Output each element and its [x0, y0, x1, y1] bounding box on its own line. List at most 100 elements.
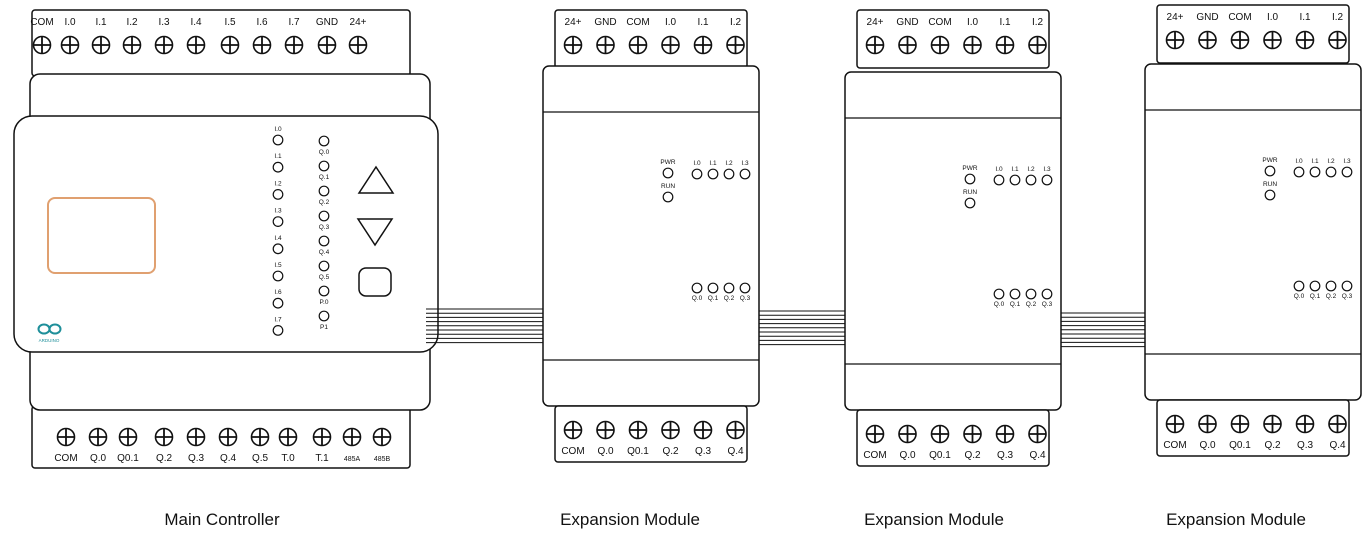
- screw-terminal-icon: [1295, 414, 1315, 434]
- screw-terminal-icon: [1230, 30, 1250, 50]
- lcd-display: [47, 197, 156, 274]
- main-input-led-label: I.3: [274, 208, 282, 215]
- main-input-led-label: I.2: [274, 180, 282, 187]
- led-indicator-icon: [272, 270, 284, 282]
- expansion-input-led-label: I.2: [725, 160, 733, 167]
- main-top-terminal-label: I.7: [288, 17, 300, 28]
- down-arrow-button: [356, 218, 394, 247]
- expansion-top-terminal-block: [1156, 4, 1350, 64]
- main-input-led-label: I.4: [274, 235, 282, 242]
- led-indicator-icon: [1309, 166, 1321, 178]
- main-input-led-label: I.7: [274, 316, 282, 323]
- screw-terminal-icon: [122, 35, 142, 55]
- expansion-top-terminal-label: COM: [928, 17, 951, 28]
- expansion-output-led-label: Q.3: [1342, 293, 1353, 300]
- expansion-top-terminal-label: GND: [594, 17, 616, 28]
- screw-terminal-icon: [252, 35, 272, 55]
- main-top-terminal-label: I.1: [95, 17, 107, 28]
- led-indicator-icon: [707, 168, 719, 180]
- screw-terminal-icon: [995, 35, 1015, 55]
- screw-terminal-icon: [1165, 414, 1185, 434]
- expansion-output-led-label: Q.1: [1310, 293, 1321, 300]
- screw-terminal-icon: [118, 427, 138, 447]
- expansion-output-led-label: Q.0: [994, 301, 1005, 308]
- screw-terminal-icon: [186, 35, 206, 55]
- expansion-top-terminal-block: [856, 9, 1050, 69]
- ribbon-cable: [426, 308, 545, 344]
- screw-terminal-icon: [963, 424, 982, 444]
- led-indicator-icon: [318, 185, 330, 197]
- expansion-body: [844, 71, 1062, 411]
- expansion-input-led-label: I.3: [1343, 158, 1351, 165]
- expansion-top-terminal-label: I.2: [1332, 12, 1344, 23]
- screw-terminal-icon: [56, 427, 76, 447]
- expansion-bottom-terminal-label: COM: [1163, 440, 1186, 451]
- expansion-top-terminal-label: I.0: [967, 17, 979, 28]
- expansion-bottom-terminal-block: [856, 409, 1050, 467]
- led-indicator-icon: [1009, 174, 1021, 186]
- expansion-output-led-label: Q.0: [692, 295, 703, 302]
- led-indicator-icon: [318, 135, 330, 147]
- screw-terminal-icon: [930, 35, 950, 55]
- led-indicator-icon: [1341, 280, 1353, 292]
- led-indicator-icon: [318, 160, 330, 172]
- expansion-bottom-terminal-label: Q.2: [1264, 440, 1281, 451]
- led-indicator-icon: [739, 168, 751, 180]
- expansion-bottom-terminal-label: Q.2: [662, 446, 679, 457]
- screw-terminal-icon: [661, 35, 680, 55]
- main-bottom-terminal-label: Q0.1: [117, 453, 139, 464]
- led-indicator-icon: [272, 216, 284, 228]
- expansion-top-terminal-label: 24+: [867, 17, 884, 28]
- main-bottom-terminal-label: 485A: [344, 456, 361, 463]
- expansion-status-led-label: RUN: [661, 183, 675, 190]
- led-indicator-icon: [1341, 166, 1353, 178]
- expansion-input-led-label: I.2: [1027, 166, 1035, 173]
- led-indicator-icon: [318, 235, 330, 247]
- expansion-bottom-terminal-label: Q.3: [1297, 440, 1314, 451]
- led-indicator-icon: [272, 188, 284, 200]
- led-indicator-icon: [1025, 288, 1037, 300]
- main-bottom-terminal-label: T.1: [315, 453, 329, 464]
- main-output-led-label: P1: [320, 324, 328, 331]
- main-input-led-label: I.0: [274, 126, 282, 133]
- main-bottom-terminal-label: Q.0: [90, 453, 107, 464]
- led-indicator-icon: [1325, 280, 1337, 292]
- main-top-terminal-label: I.3: [158, 17, 170, 28]
- led-indicator-icon: [964, 173, 976, 185]
- main-output-led-label: Q.5: [319, 274, 330, 281]
- expansion-top-terminal-label: 24+: [565, 17, 582, 28]
- expansion-output-led-label: Q.2: [1026, 301, 1037, 308]
- expansion-bottom-terminal-label: Q0.1: [929, 450, 951, 461]
- expansion-top-terminal-label: COM: [1228, 12, 1251, 23]
- screw-terminal-icon: [1328, 414, 1347, 434]
- led-indicator-icon: [993, 174, 1005, 186]
- expansion-top-terminal-label: I.0: [665, 17, 677, 28]
- expansion-status-led-label: RUN: [963, 189, 977, 196]
- led-indicator-icon: [739, 282, 751, 294]
- expansion-bottom-terminal-block: [554, 405, 748, 463]
- screw-terminal-icon: [693, 420, 713, 440]
- main-output-led-label: Q.2: [319, 199, 330, 206]
- arduino-logo: ARDUINO: [37, 323, 62, 343]
- led-indicator-icon: [1325, 166, 1337, 178]
- expansion-body: [542, 65, 760, 407]
- screw-terminal-icon: [898, 424, 917, 444]
- screw-terminal-icon: [1198, 414, 1217, 434]
- expansion-top-terminal-label: GND: [1196, 12, 1218, 23]
- screw-terminal-icon: [186, 427, 206, 447]
- screw-terminal-icon: [1328, 30, 1347, 50]
- led-indicator-icon: [1041, 288, 1053, 300]
- expansion-input-led-label: I.1: [1311, 158, 1319, 165]
- expansion-output-led-label: Q.3: [740, 295, 751, 302]
- led-indicator-icon: [272, 325, 284, 336]
- main-output-led-label: Q.0: [319, 149, 330, 156]
- expansion-input-led-label: I.0: [693, 160, 701, 167]
- expansion-bottom-terminal-label: Q.4: [1029, 450, 1046, 461]
- led-indicator-icon: [272, 161, 284, 173]
- expansion-top-terminal-label: I.1: [999, 17, 1011, 28]
- expansion-output-led-label: Q.1: [1010, 301, 1021, 308]
- main-top-terminal-label: I.4: [190, 17, 202, 28]
- main-top-terminal-label: 24+: [350, 17, 367, 28]
- screw-terminal-icon: [154, 427, 174, 447]
- expansion-status-led-label: PWR: [962, 165, 977, 172]
